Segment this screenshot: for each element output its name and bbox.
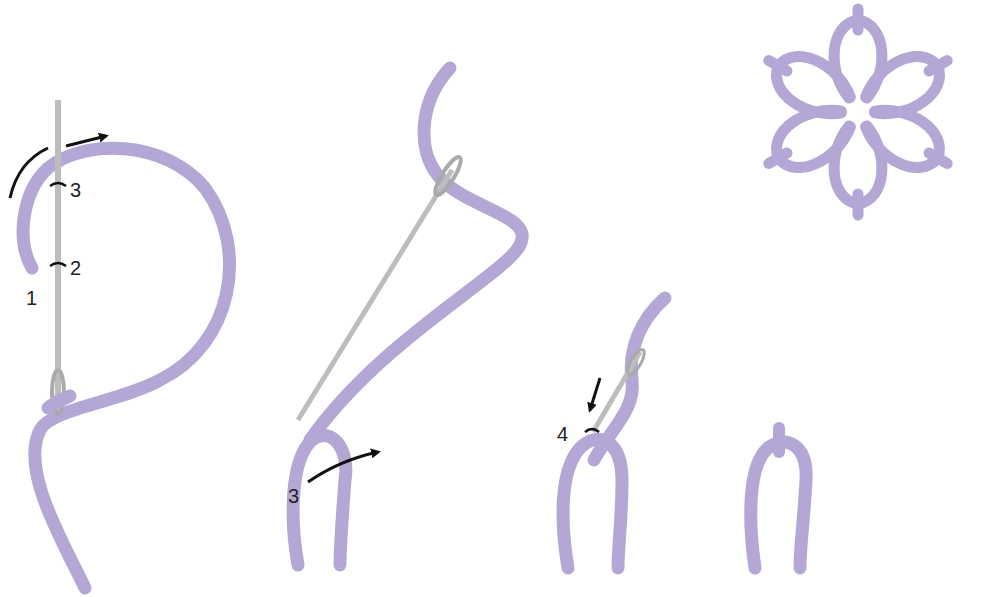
- point-mark: [50, 263, 66, 266]
- needle-eye: [431, 154, 464, 198]
- callout-number: 3: [288, 486, 299, 506]
- direction-arc: [10, 148, 48, 198]
- direction-arrow: [308, 452, 378, 482]
- point-mark: [585, 429, 599, 432]
- finished-stitch: [751, 442, 806, 568]
- callout-number: 4: [557, 424, 568, 444]
- tack-stitch: [773, 428, 785, 452]
- thread: [23, 148, 229, 588]
- needle: [55, 100, 61, 405]
- thread: [594, 298, 665, 460]
- callout-number: 1: [26, 288, 37, 308]
- lazy-daisy-flower: [757, 9, 959, 215]
- direction-arrow: [590, 378, 600, 410]
- thread-loop: [293, 436, 346, 565]
- callout-number: 2: [70, 258, 81, 278]
- needle: [593, 352, 640, 432]
- direction-arrow: [66, 136, 106, 146]
- thread: [310, 68, 522, 440]
- needle: [298, 170, 452, 420]
- callout-number: 3: [70, 180, 81, 200]
- point-mark: [50, 183, 66, 186]
